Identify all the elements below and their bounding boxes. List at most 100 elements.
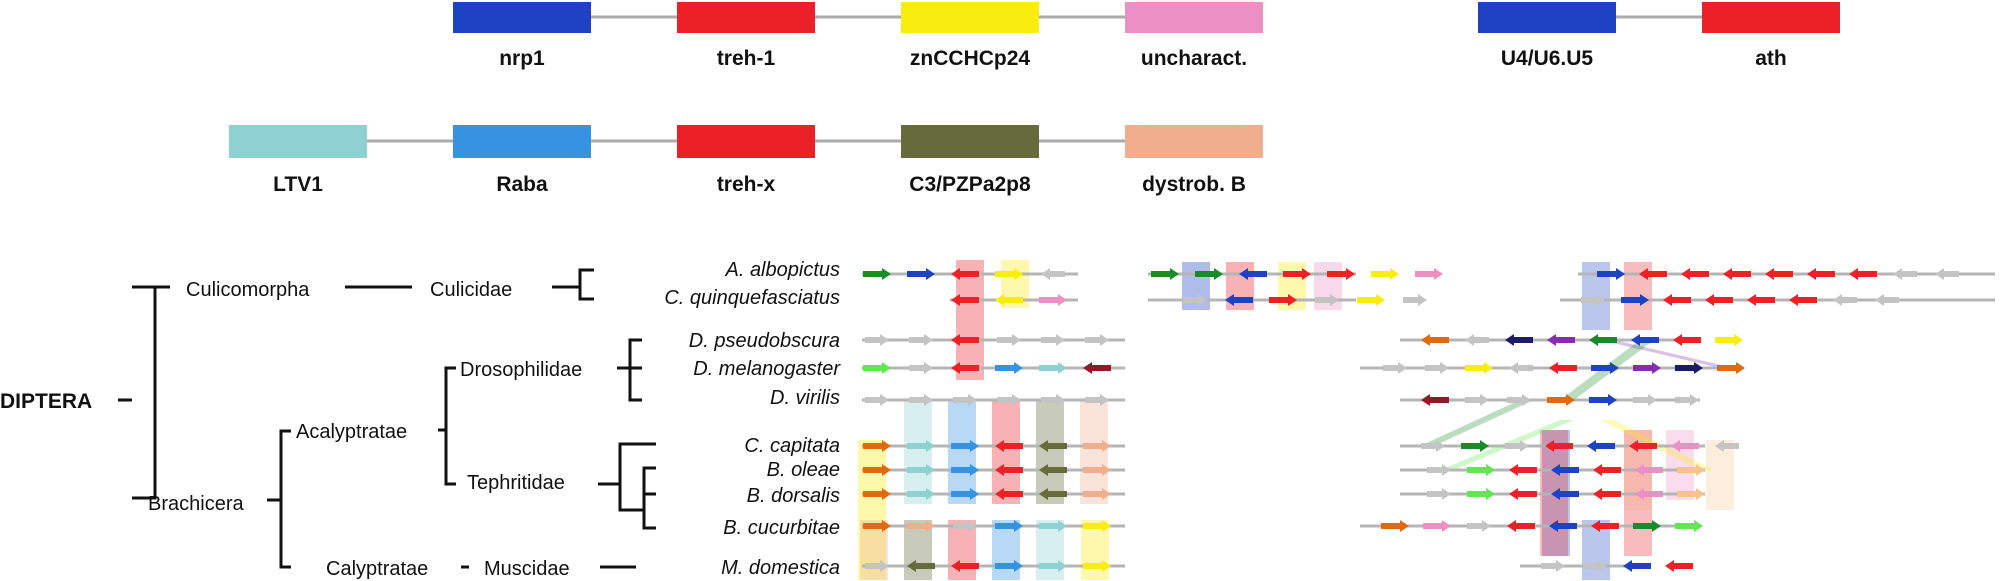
tree-label-diptera: DIPTERA [0,390,92,413]
legend-box-treh-1 [677,2,815,33]
species-label-c-capitata: C. capitata [744,435,840,457]
legend-box-U4U6U5 [1478,2,1616,33]
panel1-gene-arrow-6-4 [1039,464,1067,476]
homology-shade-p3-3 [1582,520,1610,580]
tree-label-tephritidae: Tephritidae [467,472,565,494]
species-label-d-melanogaster: D. melanogaster [693,358,841,380]
legend-label-Raba: Raba [496,173,548,196]
panel3-gene-arrow-5-3 [1545,440,1573,452]
legend-box-Raba [453,125,591,158]
tree-label-acalyptratae: Acalyptratae [296,421,407,443]
legend-box-treh-x [677,125,815,158]
panel3-gene-arrow-3-5 [1591,362,1619,374]
synteny-shading [858,260,1734,580]
homology-shade-p3-7 [1706,440,1734,510]
panel2-gene-arrow-1-0 [1183,294,1207,306]
legend-box-nrp1 [453,2,591,33]
panel1-gene-arrow-3-5 [1083,362,1111,374]
legend-label-uncharact: uncharact. [1141,47,1247,70]
panel3-gene-arrow-0-4 [1765,268,1793,280]
panel3-gene-arrow-2-1 [1465,334,1489,346]
panel2-gene-arrow-1-1 [1225,294,1253,306]
panel1-gene-arrow-3-2 [951,362,979,374]
panel1-gene-arrow-8-0 [863,520,891,532]
panel1-gene-arrow-6-1 [907,464,935,476]
panel1-gene-arrow-0-0 [863,268,891,280]
panel1-gene-arrow-3-3 [995,362,1023,374]
panel3-gene-arrow-1-6 [1833,294,1857,306]
panel3-gene-arrow-2-7 [1715,334,1743,346]
panel1-gene-arrow-4-0 [865,394,889,406]
panel3-gene-arrow-1-7 [1875,294,1899,306]
legend: nrp1 treh-1 znCCHCp24 uncharact. U4/U6.U… [229,2,1840,196]
panel1-gene-arrow-4-2 [953,394,977,406]
homology-shade-p1-1 [904,400,932,504]
panel3-gene-arrow-3-3 [1509,362,1533,374]
species-label-m-domestica: M. domestica [721,557,840,579]
panel2-gene-arrow-1-5 [1403,294,1427,306]
panel3-gene-arrow-1-5 [1789,294,1817,306]
homology-shade-p1-5 [1080,400,1108,504]
legend-label-C3PZPa2p8: C3/PZPa2p8 [909,173,1031,196]
panel3-gene-arrow-3-7 [1675,362,1703,374]
tree-bracket-bactrocera [642,466,656,530]
panel2-gene-arrow-0-6 [1415,268,1443,280]
homology-shade-p1-3 [992,400,1020,504]
panel2-tracks [1148,268,1443,306]
panel3-gene-arrow-6-4 [1593,464,1621,476]
panel1-gene-arrow-5-4 [1039,440,1067,452]
legend-box-dystrob-B [1125,125,1263,158]
species-label-b-dorsalis: B. dorsalis [747,485,840,507]
panel1-gene-arrow-8-3 [995,520,1023,532]
panel3-gene-arrow-1-0 [1581,294,1605,306]
panel3-gene-arrow-7-4 [1593,488,1621,500]
homology-link-p3-2 [1600,340,1734,368]
panel1-gene-arrow-6-5 [1083,464,1111,476]
panel3-gene-arrow-3-6 [1633,362,1661,374]
panel1-gene-arrow-5-3 [995,440,1023,452]
panel3-gene-arrow-2-5 [1631,334,1659,346]
panel1-gene-arrow-9-4 [1039,560,1067,572]
tree-root-bracket [132,285,157,500]
panel3-gene-arrow-0-6 [1849,268,1877,280]
legend-label-dystrob-B: dystrob. B [1142,173,1246,196]
panel1-gene-arrow-0-4 [1041,268,1065,280]
panel1-gene-arrow-0-1 [907,268,935,280]
panel3-gene-arrow-5-1 [1461,440,1489,452]
panel1-gene-arrow-2-0 [865,334,889,346]
tree-label-muscidae: Muscidae [484,558,570,580]
legend-label-LTV1: LTV1 [273,173,323,196]
panel3-gene-arrow-7-2 [1509,488,1537,500]
panel3-gene-arrow-0-2 [1681,268,1709,280]
legend-label-treh-x: treh-x [717,173,776,196]
panel1-gene-arrow-4-4 [1041,394,1065,406]
panel2-gene-arrow-1-4 [1357,294,1385,306]
legend-box-ath [1702,2,1840,33]
panel3-gene-arrow-2-0 [1421,334,1449,346]
panel1-gene-arrow-1-1 [995,294,1023,306]
panel3-gene-arrow-5-6 [1671,440,1699,452]
panel3-gene-arrow-8-2 [1467,520,1491,532]
panel1-gene-arrow-7-1 [907,488,935,500]
panel3-gene-arrow-7-0 [1427,488,1451,500]
panel1-gene-arrow-7-4 [1039,488,1067,500]
panel1-gene-arrow-9-2 [951,560,979,572]
panel1-gene-arrow-7-5 [1083,488,1111,500]
panel3-gene-arrow-3-8 [1717,362,1745,374]
panel1-gene-arrow-8-2 [953,520,977,532]
panel3-gene-arrow-6-1 [1467,464,1495,476]
species-label-b-oleae: B. oleae [767,459,840,481]
species-label-d-pseudobscura: D. pseudobscura [689,330,840,352]
legend-label-znCCHCp24: znCCHCp24 [910,47,1030,70]
panel3-gene-arrow-2-6 [1673,334,1701,346]
panel1-gene-arrow-7-3 [995,488,1023,500]
panel3-gene-arrow-1-2 [1663,294,1691,306]
tree-bracket-drosophilidae [628,338,642,402]
panel3-gene-arrow-7-6 [1677,488,1705,500]
panel3-gene-arrow-4-1 [1465,394,1489,406]
panel3-gene-arrow-2-4 [1589,334,1617,346]
panel1-gene-arrow-3-0 [863,362,891,374]
panel1-gene-arrow-5-5 [1083,440,1111,452]
panel3-gene-arrow-6-3 [1551,464,1579,476]
panel3-gene-arrow-1-3 [1705,294,1733,306]
